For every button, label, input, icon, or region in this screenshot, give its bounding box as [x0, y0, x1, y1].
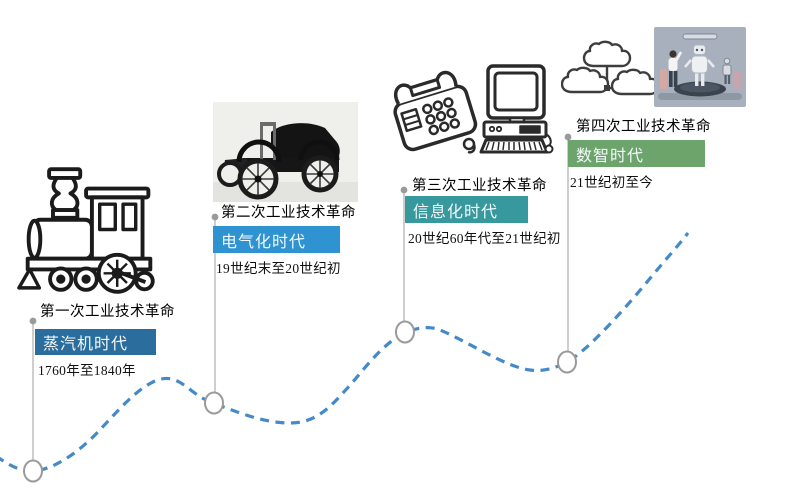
- milestone-3-period: 20世纪60年代至21世纪初: [408, 231, 561, 246]
- milestone-3-era-box: 信息化时代: [405, 196, 528, 223]
- growth-curve: [0, 232, 690, 473]
- milestone-1-era-box: 蒸汽机时代: [35, 329, 156, 355]
- vintage-car-photo: [213, 102, 358, 202]
- ai-robot-illustration: [654, 27, 746, 107]
- milestone-2-period: 19世纪末至20世纪初: [216, 261, 341, 276]
- curve-node-1: [23, 459, 43, 483]
- curve-node-2: [204, 391, 224, 415]
- steam-locomotive-icon: [16, 162, 162, 296]
- milestone-2-era-box: 电气化时代: [213, 226, 340, 253]
- milestone-4-era-label: 数智时代: [576, 147, 645, 165]
- curve-node-4: [557, 350, 577, 374]
- milestone-1-heading: 第一次工业技术革命: [40, 304, 175, 320]
- small-robot-figure: [722, 57, 732, 84]
- milestone-4-period: 21世纪初至今: [570, 175, 654, 190]
- anchor-dot-1: [29, 317, 37, 325]
- milestone-4-era-box: 数智时代: [568, 140, 705, 167]
- milestone-1-period: 1760年至1840年: [38, 363, 136, 378]
- crt-computer-icon: [479, 64, 554, 154]
- milestone-2-heading: 第二次工业技术革命: [221, 205, 356, 221]
- milestone-3-era-label: 信息化时代: [413, 203, 499, 221]
- anchor-dot-2: [211, 213, 219, 221]
- anchor-dot-3: [400, 186, 408, 194]
- milestone-1-era-label: 蒸汽机时代: [43, 336, 129, 353]
- third-revolution-illustration: [390, 62, 555, 160]
- milestone-4-heading: 第四次工业技术革命: [576, 119, 711, 135]
- telephone-icon: [393, 70, 478, 152]
- milestone-3-heading: 第三次工业技术革命: [412, 178, 547, 194]
- curve-node-3: [395, 320, 415, 344]
- robot-figure: [684, 44, 715, 86]
- cloud-network-icon: [561, 38, 656, 100]
- anchor-dot-4: [564, 133, 572, 141]
- milestone-2-era-label: 电气化时代: [221, 233, 307, 251]
- person-figure: [668, 50, 683, 87]
